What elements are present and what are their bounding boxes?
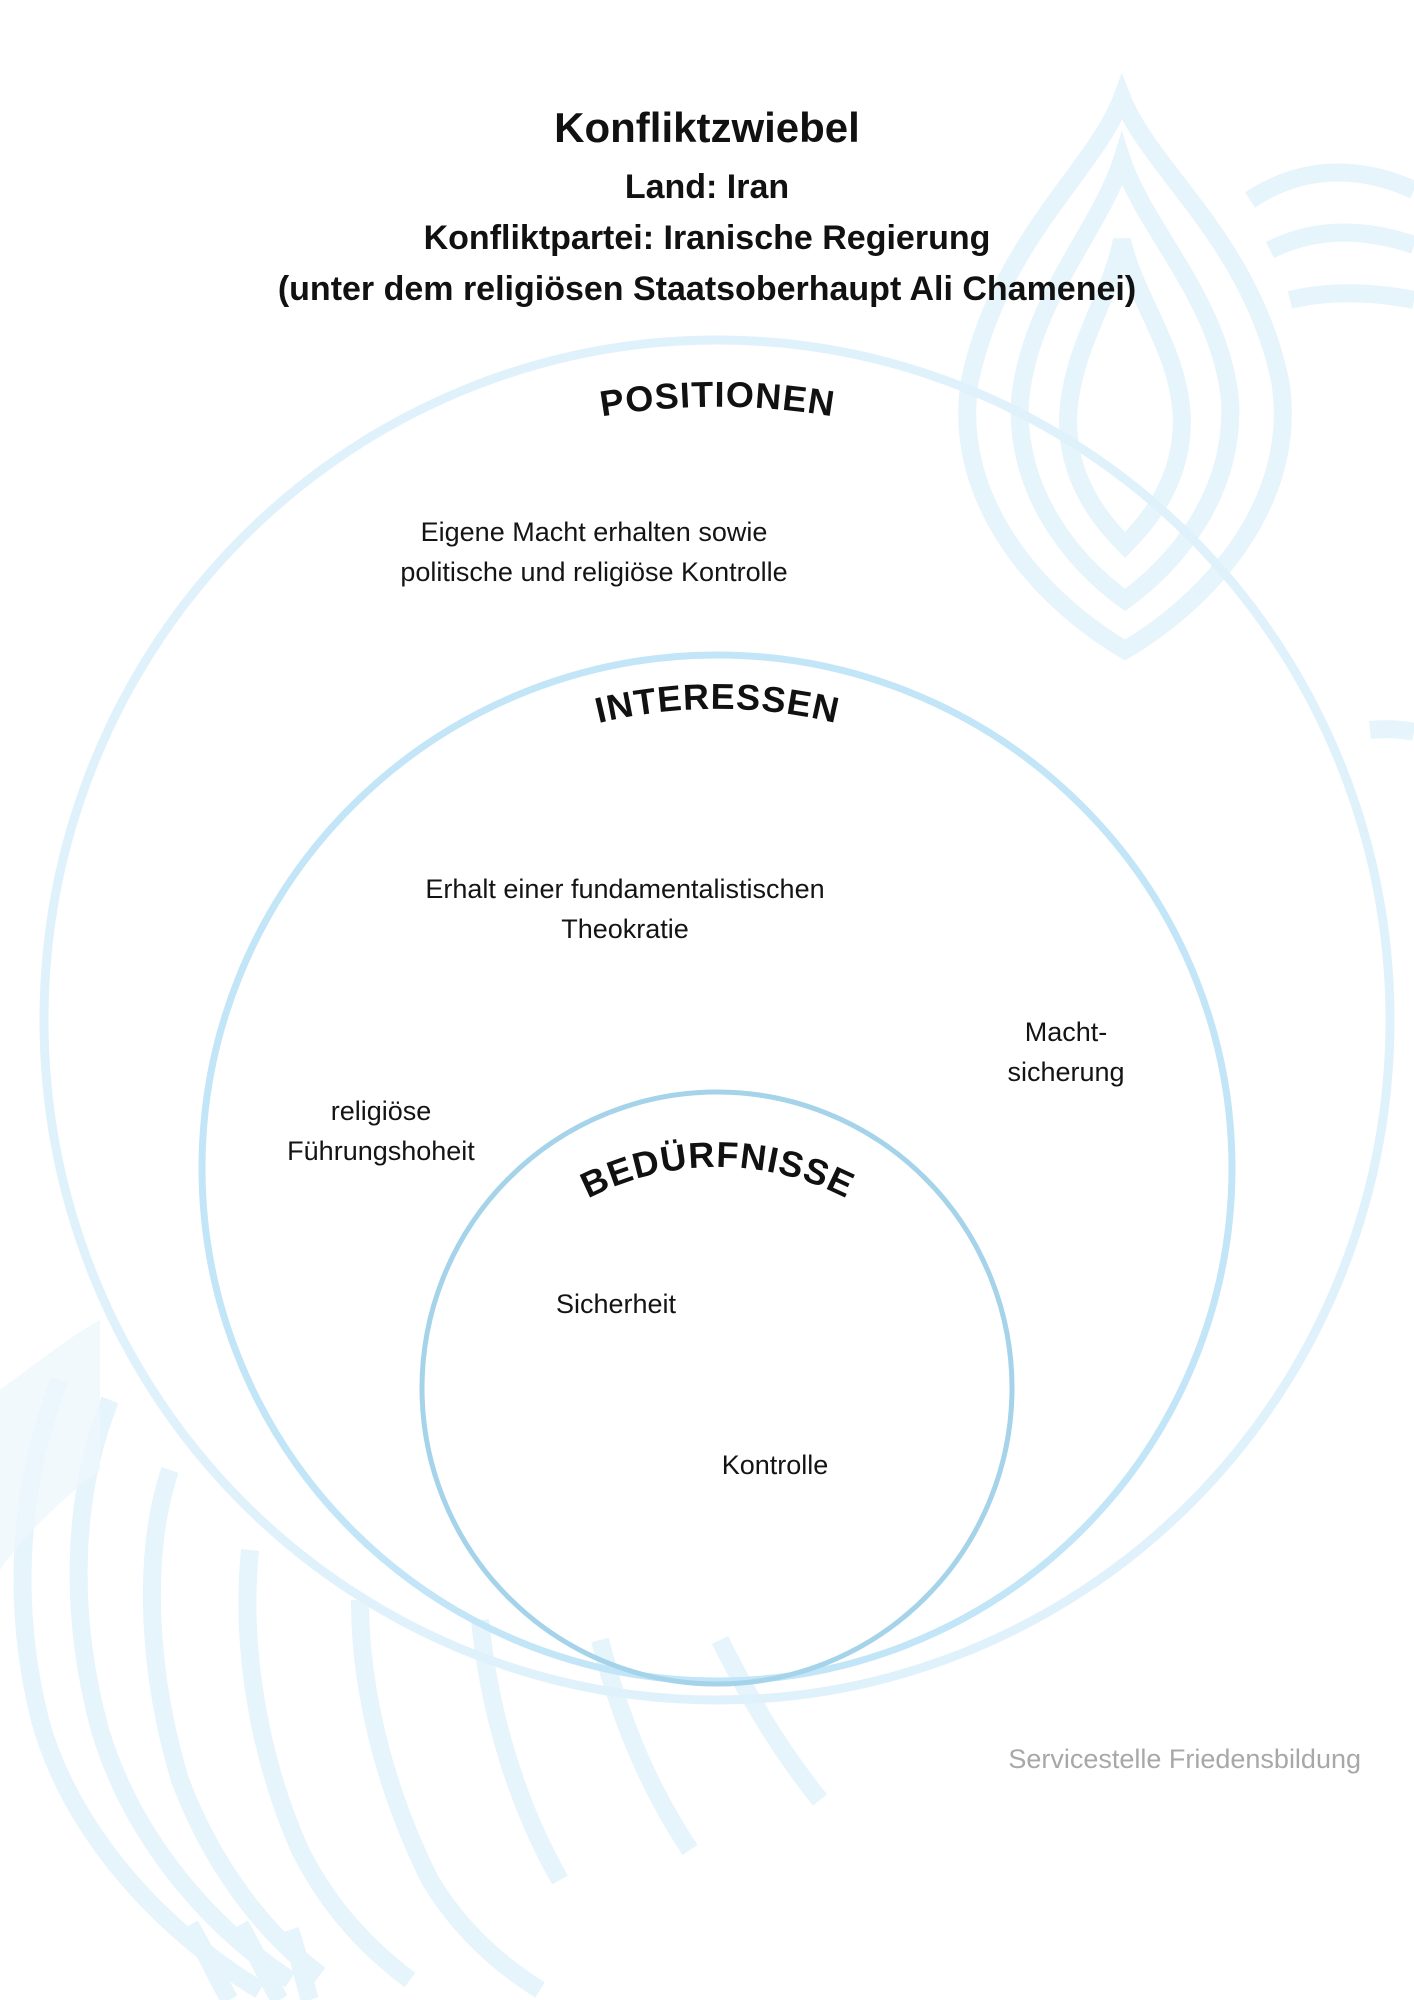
ring-needs: [419, 1089, 1015, 1687]
ring-interests: [198, 651, 1236, 1685]
conflict-party-note: (unter dem religiösen Staatsoberhaupt Al…: [277, 270, 1137, 308]
country-label: Land: Iran: [624, 168, 790, 206]
page-title: Konfliktzwiebel: [554, 104, 860, 151]
need-item: Sicherheit: [555, 1289, 677, 1319]
interest-item: religiöse Führungshoheit: [287, 1096, 475, 1166]
ring-title-needs: BEDÜRFNISSE: [574, 1134, 861, 1206]
ring-title-interests: INTERESSEN: [591, 676, 843, 731]
need-item: Kontrolle: [721, 1450, 829, 1480]
footer-credit: Servicestelle Friedensbildung: [1008, 1744, 1361, 1774]
position-item: Eigene Macht erhalten sowie politische u…: [400, 517, 788, 587]
interest-item: Macht-sicherung: [1007, 1017, 1125, 1087]
conflict-party-label: Konfliktpartei: Iranische Regierung: [423, 219, 991, 257]
ring-positions: [39, 335, 1395, 1705]
interest-item: Erhalt einer fundamentalistischen Theokr…: [425, 874, 825, 944]
ring-title-positions: POSITIONEN: [597, 374, 838, 425]
